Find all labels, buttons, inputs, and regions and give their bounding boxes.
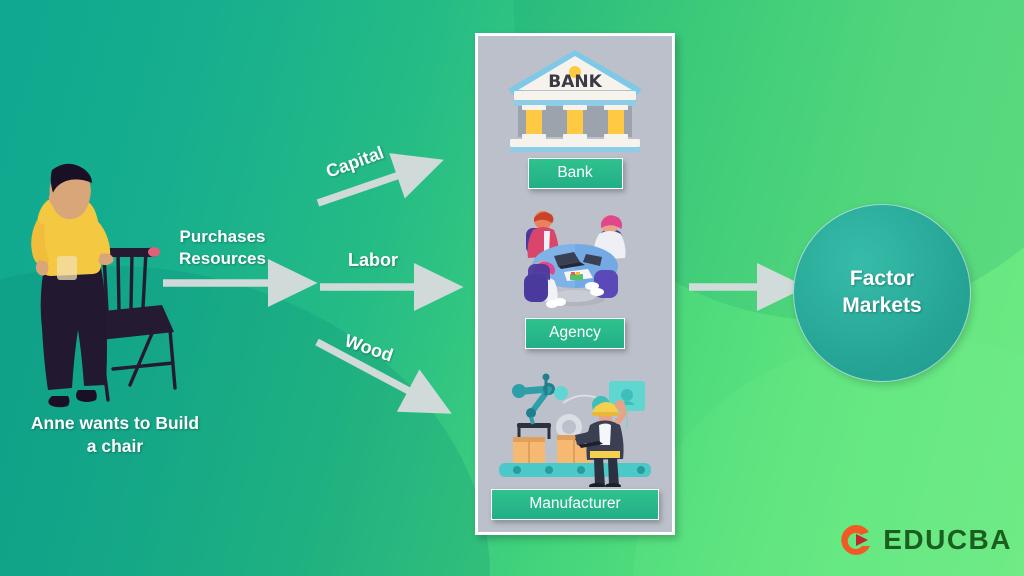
panel-item-bank[interactable]: BANK Ba: [478, 44, 672, 204]
wood-arrow: [315, 338, 452, 414]
panel-label-manufacturer[interactable]: Manufacturer: [491, 489, 659, 520]
factor-markets-label: Factor Markets: [842, 267, 922, 317]
office-meeting-illustration: [524, 211, 626, 308]
panel-label-bank[interactable]: Bank: [527, 158, 623, 189]
factor-markets-node[interactable]: Factor Markets: [793, 204, 971, 382]
labor-arrow-label: Labor: [348, 250, 399, 270]
panel-item-manufacturer[interactable]: Manufacturer: [478, 369, 672, 534]
panel-label-agency[interactable]: Agency: [525, 318, 625, 349]
capital-arrow: [316, 153, 444, 207]
educba-wordmark: EDUCBA: [883, 524, 1012, 555]
educba-logo[interactable]: EDUCBA: [836, 520, 1012, 560]
bank-building-illustration: BANK: [508, 50, 642, 152]
woman-with-chair-illustration: [12, 160, 212, 410]
resource-providers-panel: BANK Ba: [475, 33, 675, 535]
panel-item-agency[interactable]: Agency: [478, 204, 672, 369]
educba-e-logo-icon: [841, 524, 871, 555]
purchases-resources-label: Purchases Resources: [179, 227, 266, 269]
bank-sign-text: BANK: [548, 72, 602, 92]
factory-conveyor-illustration: [499, 373, 651, 487]
actor-caption: Anne wants to Build a chair: [30, 413, 200, 457]
